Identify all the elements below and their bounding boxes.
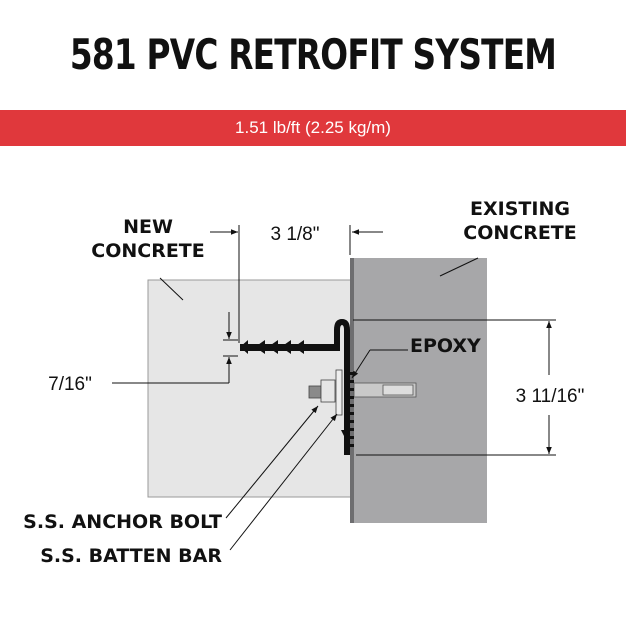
pvc-waterstop-profile [240, 319, 350, 455]
width-dimension: 3 1/8" [270, 224, 319, 245]
weight-band: 1.51 lb/ft (2.25 kg/m) [0, 110, 626, 146]
thickness-dimension: 7/16" [48, 374, 92, 395]
existing-concrete-label-line1: EXISTING [470, 198, 570, 220]
new-concrete-label-line1: NEW [123, 216, 173, 238]
epoxy-label: EPOXY [410, 335, 481, 357]
new-concrete-label-line2: CONCRETE [91, 240, 205, 262]
anchor-bolt-label: S.S. ANCHOR BOLT [23, 511, 222, 533]
height-dimension: 3 11/16" [516, 386, 585, 407]
anchor-bolt [308, 369, 417, 416]
page-title: 581 PVC RETROFIT SYSTEM [69, 30, 557, 79]
dimension-lines [112, 225, 556, 551]
existing-concrete-label-line2: CONCRETE [463, 222, 577, 244]
batten-bar-label: S.S. BATTEN BAR [40, 545, 222, 567]
